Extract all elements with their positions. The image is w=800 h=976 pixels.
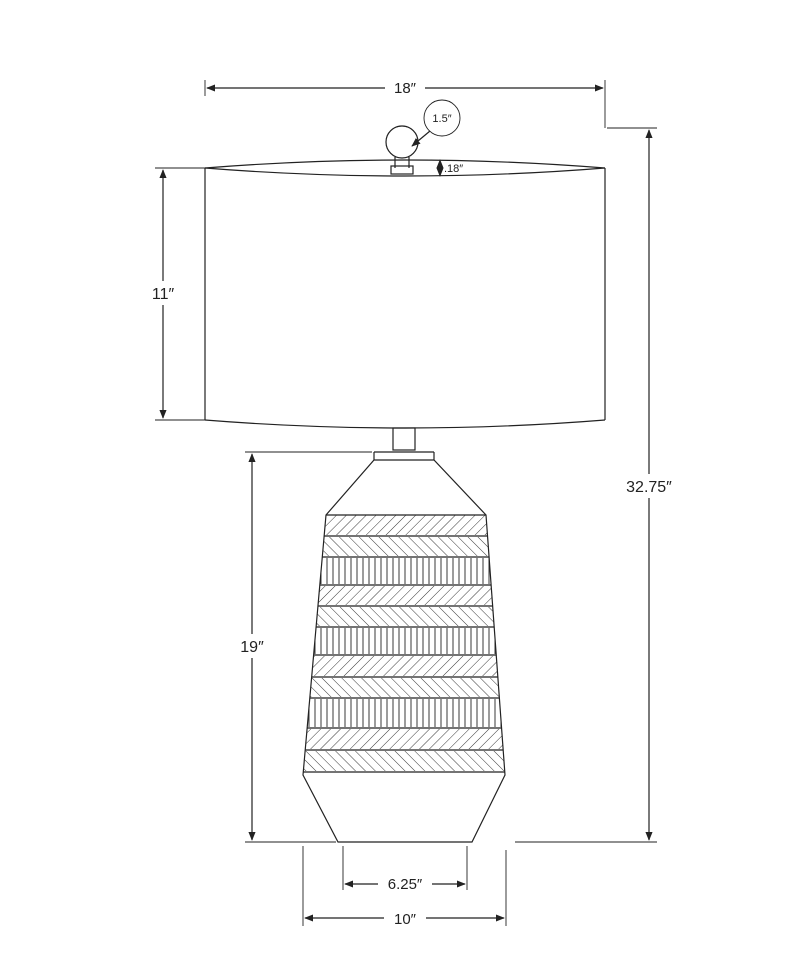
shade-height-label: 11″ — [152, 286, 175, 303]
total-height-dimension: 32.75″ — [515, 127, 680, 843]
shade-height-dimension: 11″ — [140, 167, 205, 421]
finial — [385, 125, 419, 175]
foot-width-dimension: 6.25″ — [342, 846, 468, 895]
finial-diameter-callout: 1.5″ — [411, 99, 461, 147]
base-height-dimension: 19″ — [229, 451, 372, 843]
total-height-label: 32.75″ — [626, 479, 672, 496]
shade-width-label: 18″ — [394, 80, 417, 97]
lamp-neck — [373, 427, 435, 460]
finial-diameter-label: 1.5″ — [432, 113, 451, 125]
finial-height-label: .18″ — [444, 163, 463, 175]
base-width-dimension: 10″ — [302, 846, 507, 929]
foot-width-label: 6.25″ — [388, 876, 423, 893]
finial-height-dimension: .18″ — [436, 159, 463, 177]
shade-width-dimension: 18″ — [204, 78, 606, 128]
base-height-label: 19″ — [240, 639, 264, 656]
base-width-label: 10″ — [394, 911, 417, 928]
lamp-base — [302, 459, 506, 843]
lamp-shade — [204, 159, 606, 429]
